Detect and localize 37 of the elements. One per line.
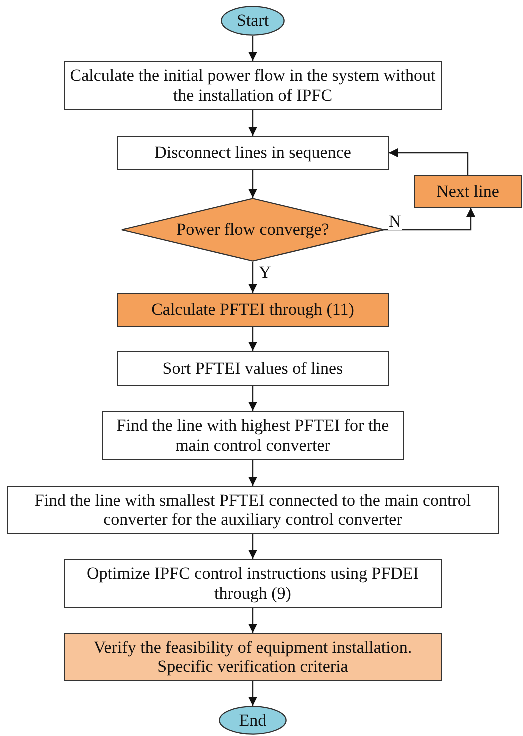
step-text: Disconnect lines in sequence (154, 143, 352, 163)
process-box (7, 486, 499, 534)
step-text: Find the line with highest PFTEI for the main control converter (116, 416, 390, 455)
step-text: Verify the feasibility of equipment installation. Specific verification criteria (92, 638, 414, 676)
arrow (248, 386, 258, 411)
step-text: Next line (436, 182, 500, 202)
arrow (248, 681, 258, 706)
process-box (102, 411, 404, 460)
process-box (117, 293, 389, 327)
process-box (414, 175, 522, 208)
process-box (117, 351, 389, 386)
arrow (248, 36, 258, 61)
decision-diamond (122, 198, 384, 262)
step-text: End (238, 710, 268, 730)
arrow (248, 534, 258, 559)
arrow (248, 327, 258, 351)
step-text: Start (236, 11, 270, 31)
arrow (248, 262, 258, 293)
arrow (248, 170, 258, 198)
start-terminal (221, 6, 285, 36)
step-text: Sort PFTEI values of lines (162, 358, 344, 378)
process-box (64, 633, 442, 681)
arrow (248, 460, 258, 486)
step-text: Calculate the initial power flow in the system without the installation of IPFC (69, 66, 437, 105)
process-box (117, 136, 389, 170)
edge-label: N (388, 213, 402, 230)
step-text: Find the line with smallest PFTEI connected to the main control converter for the auxiliary control converter (34, 490, 472, 530)
arrow (389, 148, 469, 175)
process-box (64, 559, 442, 608)
step-text: Calculate PFTEI through (11) (150, 300, 356, 320)
end-terminal (219, 706, 287, 735)
step-text: Power flow converge? (176, 220, 330, 240)
edge-label: Y (258, 264, 272, 281)
arrow (384, 208, 476, 231)
step-text: Optimize IPFC control instructions using PFDEI through (9) (86, 564, 420, 603)
arrow (248, 110, 258, 136)
arrow (248, 608, 258, 633)
